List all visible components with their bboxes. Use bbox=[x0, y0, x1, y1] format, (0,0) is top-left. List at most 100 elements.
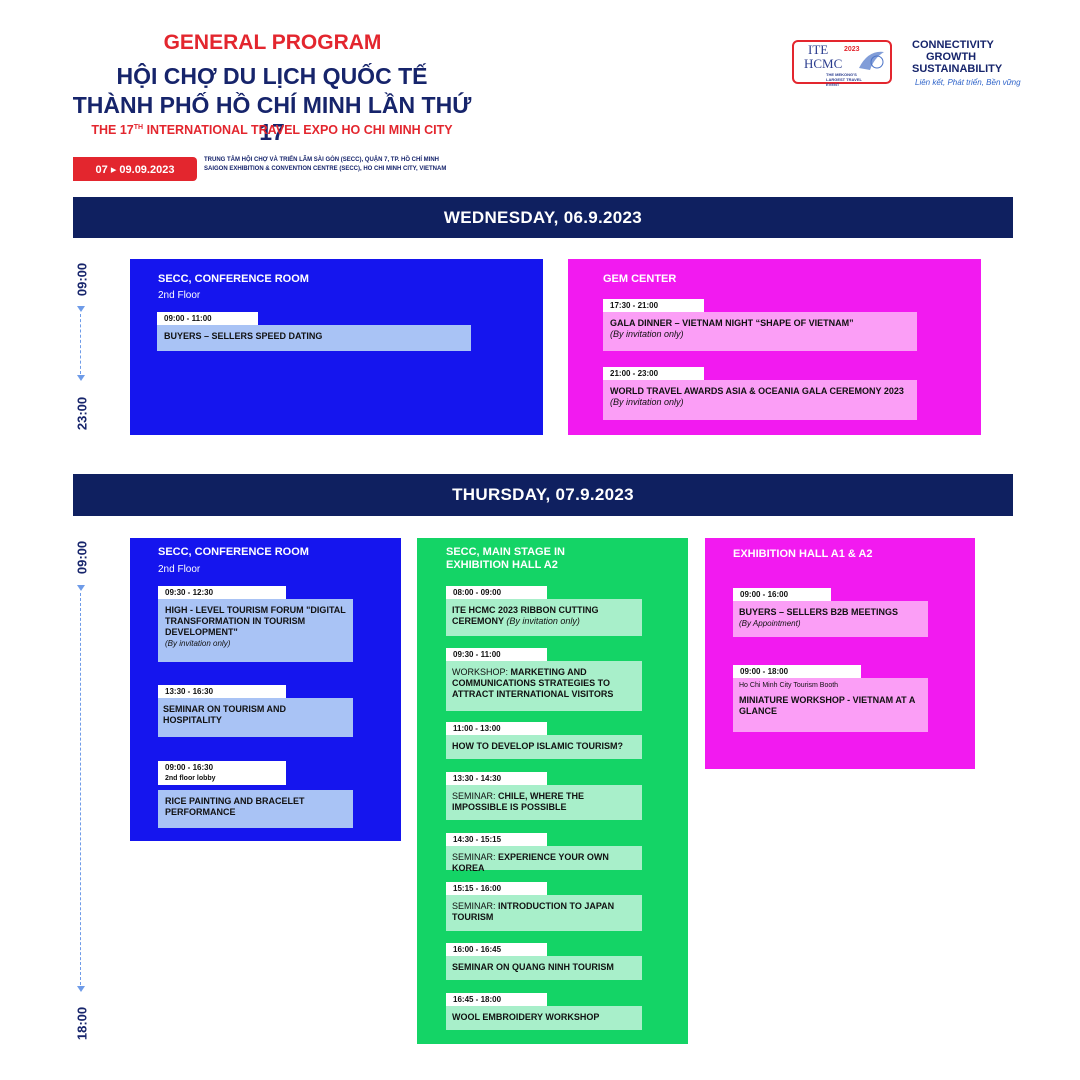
event-prefix: SEMINAR: bbox=[452, 901, 499, 911]
event-title: SEMINAR ON QUANG NINH TOURISM bbox=[452, 962, 614, 972]
day2-time-start: 09:00 bbox=[74, 540, 90, 575]
logo-ite: ITE bbox=[808, 42, 829, 57]
slogan-2: GROWTH bbox=[926, 51, 977, 63]
event-time-tag: 21:00 - 23:00 bbox=[603, 367, 704, 380]
en-title-post: INTERNATIONAL TRAVEL EXPO HO CHI MINH CI… bbox=[143, 123, 453, 137]
event-card[interactable]: SEMINAR: EXPERIENCE YOUR OWN KOREA bbox=[446, 846, 642, 873]
vn-title-line-2: THÀNH PHỐ HỒ CHÍ MINH LẦN THỨ 17 bbox=[72, 92, 472, 145]
event-time: 17:30 - 21:00 bbox=[610, 301, 659, 310]
day2-band: THURSDAY, 07.9.2023 bbox=[73, 474, 1013, 516]
event-card[interactable]: SEMINAR: INTRODUCTION TO JAPAN TOURISM bbox=[446, 895, 642, 931]
event-title: BUYERS – SELLERS B2B MEETINGS bbox=[739, 607, 899, 617]
slogan-1: CONNECTIVITY bbox=[912, 39, 994, 51]
day1-conference-room-panel: SECC, CONFERENCE ROOM 2nd Floor 09:00 - … bbox=[130, 259, 543, 435]
event-time: 21:00 - 23:00 bbox=[610, 369, 659, 378]
event-time: 13:30 - 16:30 bbox=[165, 687, 214, 696]
event-time-tag: 09:00 - 16:30 2nd floor lobby bbox=[158, 761, 286, 785]
panel-title: GEM CENTER bbox=[603, 273, 677, 285]
event-card[interactable]: SEMINAR ON QUANG NINH TOURISM bbox=[446, 956, 642, 980]
event-time-tag: 09:00 - 18:00 bbox=[733, 665, 861, 678]
event-note: (By invitation only) bbox=[610, 397, 684, 407]
event-time-tag: 09:30 - 12:30 bbox=[158, 586, 286, 599]
slogan-vn: Liên kết, Phát triển, Bền vững bbox=[915, 78, 1021, 87]
day1-arrow-top-icon bbox=[77, 306, 85, 312]
event-card[interactable]: BUYERS – SELLERS SPEED DATING bbox=[157, 325, 471, 351]
event-time-tag: 11:00 - 13:00 bbox=[446, 722, 547, 735]
program-title: GENERAL PROGRAM bbox=[163, 31, 382, 54]
panel-title: SECC, CONFERENCE ROOM bbox=[158, 273, 309, 285]
event-time: 16:45 - 18:00 bbox=[453, 995, 502, 1004]
event-time-tag: 09:00 - 16:00 bbox=[733, 588, 831, 601]
event-time: 08:00 - 09:00 bbox=[453, 588, 502, 597]
event-card[interactable]: HIGH - LEVEL TOURISM FORUM "DIGITAL TRAN… bbox=[158, 599, 353, 662]
ite-hcmc-logo: ITE 2023 HCMC THE MEKONG'S LARGEST TRAVE… bbox=[786, 40, 898, 88]
event-card[interactable]: SEMINAR: CHILE, WHERE THE IMPOSSIBLE IS … bbox=[446, 785, 642, 820]
event-prefix: SEMINAR: bbox=[452, 852, 499, 862]
event-card[interactable]: Ho Chi Minh City Tourism Booth MINIATURE… bbox=[733, 678, 928, 732]
event-note: (By invitation only) bbox=[610, 329, 684, 339]
event-prefix: WORKSHOP: bbox=[452, 667, 511, 677]
event-time: 14:30 - 15:15 bbox=[453, 835, 502, 844]
event-time: 09:30 - 12:30 bbox=[165, 588, 214, 597]
day2-timeline-line bbox=[80, 593, 81, 985]
day2-main-stage-panel: SECC, MAIN STAGE IN EXHIBITION HALL A2 0… bbox=[417, 538, 688, 1044]
event-card[interactable]: BUYERS – SELLERS B2B MEETINGS (By Appoin… bbox=[733, 601, 928, 637]
event-time: 09:00 - 18:00 bbox=[740, 667, 789, 676]
event-time-tag: 15:15 - 16:00 bbox=[446, 882, 547, 895]
event-card[interactable]: WOOL EMBROIDERY WORKSHOP bbox=[446, 1006, 642, 1030]
en-title: THE 17TH INTERNATIONAL TRAVEL EXPO HO CH… bbox=[72, 123, 472, 137]
day2-arrow-top-icon bbox=[77, 585, 85, 591]
event-title: RICE PAINTING AND BRACELET PERFORMANCE bbox=[165, 796, 305, 817]
event-title: MARKETING AND COMMUNICATIONS STRATEGIES … bbox=[452, 667, 614, 699]
event-time-tag: 13:30 - 14:30 bbox=[446, 772, 547, 785]
event-time-tag: 16:00 - 16:45 bbox=[446, 943, 547, 956]
day1-time-start: 09:00 bbox=[74, 262, 90, 297]
event-title: HIGH - LEVEL TOURISM FORUM "DIGITAL TRAN… bbox=[165, 605, 346, 637]
event-card[interactable]: WORKSHOP: MARKETING AND COMMUNICATIONS S… bbox=[446, 661, 642, 711]
slogan-3: SUSTAINABILITY bbox=[912, 63, 1003, 75]
panel-subtitle: 2nd Floor bbox=[158, 290, 201, 301]
event-time-tag: 17:30 - 21:00 bbox=[603, 299, 704, 312]
logo-hcmc: HCMC bbox=[804, 56, 843, 71]
event-note: (By invitation only) bbox=[506, 616, 580, 626]
event-card[interactable]: GALA DINNER – VIETNAM NIGHT “SHAPE OF VI… bbox=[603, 312, 917, 351]
venue-vn: TRUNG TÂM HỘI CHỢ VÀ TRIỂN LÃM SÀI GÒN (… bbox=[204, 157, 440, 163]
vn-title-line-1: HỘI CHỢ DU LỊCH QUỐC TẾ bbox=[116, 63, 428, 89]
logo-tagline: THE MEKONG'S LARGEST TRAVEL EVENT bbox=[826, 72, 862, 87]
event-time-tag: 09:00 - 11:00 bbox=[157, 312, 258, 325]
event-location: Ho Chi Minh City Tourism Booth bbox=[739, 682, 839, 689]
event-card[interactable]: WORLD TRAVEL AWARDS ASIA & OCEANIA GALA … bbox=[603, 380, 917, 420]
event-card[interactable]: ITE HCMC 2023 RIBBON CUTTING CEREMONY (B… bbox=[446, 599, 642, 636]
event-title: WORLD TRAVEL AWARDS ASIA & OCEANIA GALA … bbox=[610, 386, 904, 396]
day2-time-end: 18:00 bbox=[74, 1006, 90, 1041]
event-time-tag: 16:45 - 18:00 bbox=[446, 993, 547, 1006]
logo-bird-icon bbox=[859, 51, 884, 70]
event-time: 09:00 - 16:30 bbox=[165, 763, 214, 772]
panel-title: SECC, CONFERENCE ROOM bbox=[158, 546, 309, 558]
day1-gem-center-panel: GEM CENTER 17:30 - 21:00 GALA DINNER – V… bbox=[568, 259, 981, 435]
event-note: (By Appointment) bbox=[739, 619, 801, 628]
day2-conference-room-panel: SECC, CONFERENCE ROOM 2nd Floor 09:30 - … bbox=[130, 538, 401, 841]
event-time-tag: 08:00 - 09:00 bbox=[446, 586, 547, 599]
day1-band: WEDNESDAY, 06.9.2023 bbox=[73, 197, 1013, 238]
event-title: GALA DINNER – VIETNAM NIGHT “SHAPE OF VI… bbox=[610, 318, 854, 328]
event-title: BUYERS – SELLERS SPEED DATING bbox=[164, 331, 323, 341]
en-title-sup: TH bbox=[133, 123, 144, 131]
panel-title: EXHIBITION HALL A1 & A2 bbox=[733, 548, 873, 560]
event-card[interactable]: RICE PAINTING AND BRACELET PERFORMANCE bbox=[158, 790, 353, 828]
day1-arrow-bottom-icon bbox=[77, 375, 85, 381]
event-note: (By invitation only) bbox=[165, 639, 231, 648]
event-title: SEMINAR ON TOURISM AND HOSPITALITY bbox=[163, 704, 287, 725]
event-time: 15:15 - 16:00 bbox=[453, 884, 502, 893]
event-time: 13:30 - 14:30 bbox=[453, 774, 502, 783]
event-dates: 07 ▸ 09.09.2023 bbox=[73, 157, 197, 181]
event-time-tag: 13:30 - 16:30 bbox=[158, 685, 286, 698]
event-title: HOW TO DEVELOP ISLAMIC TOURISM? bbox=[452, 741, 624, 751]
event-title: ITE HCMC 2023 RIBBON CUTTING CEREMONY bbox=[452, 605, 599, 626]
panel-title: SECC, MAIN STAGE IN EXHIBITION HALL A2 bbox=[446, 546, 565, 571]
event-card[interactable]: HOW TO DEVELOP ISLAMIC TOURISM? bbox=[446, 735, 642, 759]
event-time-tag: 09:30 - 11:00 bbox=[446, 648, 547, 661]
day1-time-end: 23:00 bbox=[74, 396, 90, 431]
logo-year: 2023 bbox=[844, 46, 860, 53]
event-card[interactable]: SEMINAR ON TOURISM AND HOSPITALITY bbox=[158, 698, 353, 737]
